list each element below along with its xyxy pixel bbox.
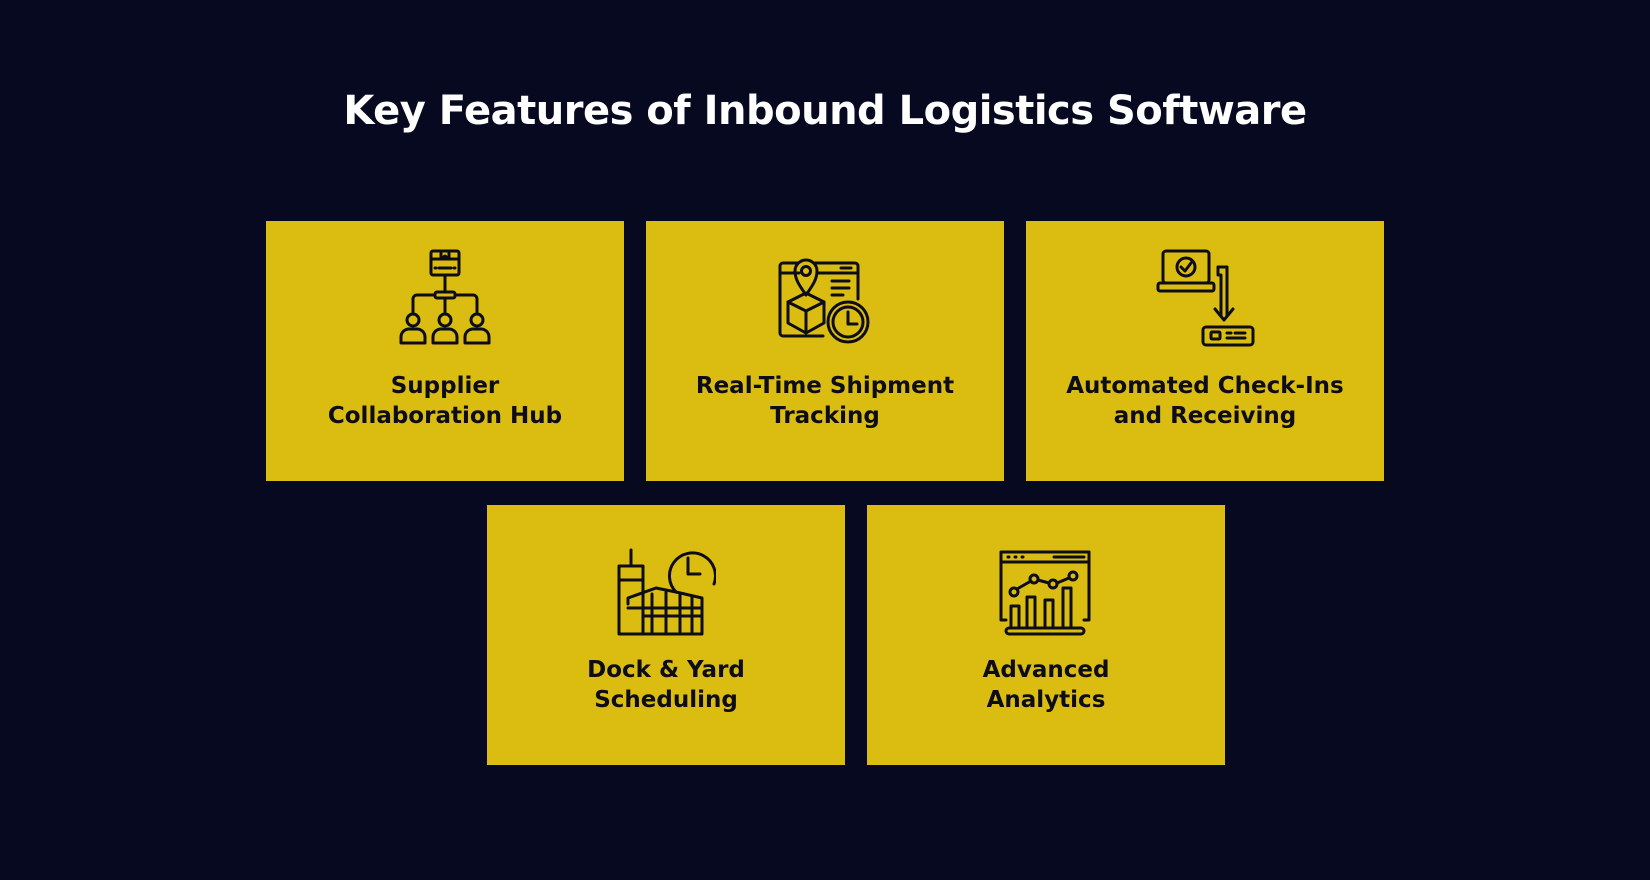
- card-label-line1: Dock & Yard: [587, 657, 745, 683]
- card-label-line2: Scheduling: [594, 687, 738, 713]
- card-label-line1: Advanced: [982, 657, 1110, 683]
- card-label-line2: Tracking: [770, 403, 880, 429]
- card-label-line1: Real-Time Shipment: [695, 373, 955, 399]
- laptop-checkin-icon: [1155, 247, 1255, 347]
- card-label: Dock & Yard Scheduling: [487, 655, 845, 715]
- card-label: Real-Time Shipment Tracking: [646, 371, 1004, 431]
- shipment-tracking-icon: [775, 247, 875, 347]
- feature-card-shipment-tracking: Real-Time Shipment Tracking: [646, 221, 1004, 481]
- page-title: Key Features of Inbound Logistics Softwa…: [343, 88, 1307, 134]
- card-label: Supplier Collaboration Hub: [266, 371, 624, 431]
- card-label-line2: Collaboration Hub: [327, 403, 563, 429]
- analytics-dashboard-icon: [996, 543, 1096, 643]
- card-label-line2: and Receiving: [1113, 403, 1297, 429]
- supplier-network-icon: [395, 247, 495, 347]
- warehouse-clock-icon: [616, 541, 717, 641]
- card-label-line2: Analytics: [986, 687, 1106, 713]
- card-label: Advanced Analytics: [867, 655, 1225, 715]
- feature-card-automated-checkins: Automated Check-Ins and Receiving: [1026, 221, 1384, 481]
- feature-card-supplier-collaboration: Supplier Collaboration Hub: [266, 221, 624, 481]
- feature-card-dock-yard-scheduling: Dock & Yard Scheduling: [487, 505, 845, 765]
- card-label: Automated Check-Ins and Receiving: [1026, 371, 1384, 431]
- feature-card-advanced-analytics: Advanced Analytics: [867, 505, 1225, 765]
- card-label-line1: Supplier: [390, 373, 500, 399]
- card-label-line1: Automated Check-Ins: [1066, 373, 1344, 399]
